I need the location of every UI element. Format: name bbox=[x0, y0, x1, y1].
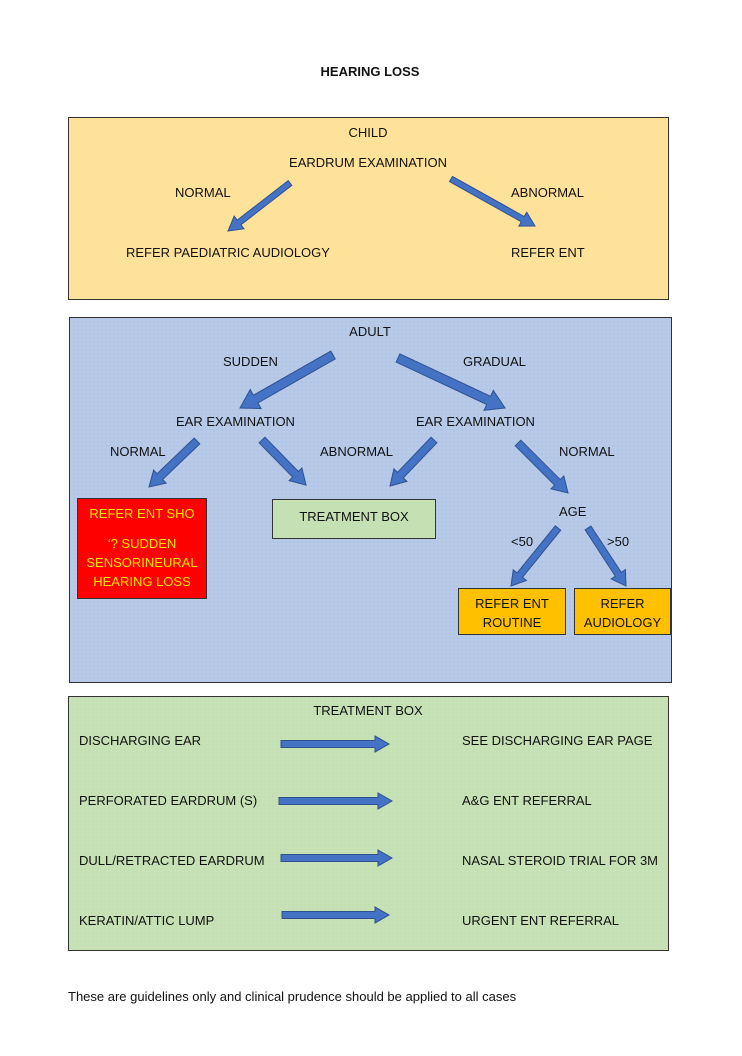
treatment-box-node-label: TREATMENT BOX bbox=[299, 509, 409, 524]
child-heading: CHILD bbox=[348, 125, 388, 140]
treatment-condition-3: DULL/RETRACTED EARDRUM bbox=[79, 853, 265, 868]
refer-ent-routine-box: REFER ENT ROUTINE bbox=[458, 588, 566, 635]
refer-paediatric-audiology-label: REFER PAEDIATRIC AUDIOLOGY bbox=[126, 245, 330, 260]
refer-ent-sho-line4: HEARING LOSS bbox=[93, 574, 191, 589]
abnormal-label: ABNORMAL bbox=[320, 444, 393, 459]
child-normal-label: NORMAL bbox=[175, 185, 231, 200]
gradual-normal-label: NORMAL bbox=[559, 444, 615, 459]
refer-ent-label: REFER ENT bbox=[511, 245, 585, 260]
treatment-heading: TREATMENT BOX bbox=[313, 703, 423, 718]
page-title: HEARING LOSS bbox=[320, 64, 420, 79]
arrow-sudden-abnormal bbox=[258, 436, 307, 486]
arrow-child-abnormal bbox=[448, 175, 536, 227]
gradual-label: GRADUAL bbox=[463, 354, 526, 369]
ear-exam-sudden-label: EAR EXAMINATION bbox=[176, 414, 295, 429]
arrow-treatment-1 bbox=[280, 735, 391, 753]
refer-ent-sho-box: REFER ENT SHO ‘? SUDDEN SENSORINEURAL HE… bbox=[77, 498, 207, 599]
arrow-child-normal bbox=[227, 179, 293, 232]
arrow-adult-sudden bbox=[239, 350, 336, 410]
refer-ent-sho-line3: SENSORINEURAL bbox=[86, 555, 198, 570]
child-abnormal-label: ABNORMAL bbox=[511, 185, 584, 200]
sudden-label: SUDDEN bbox=[223, 354, 278, 369]
child-eardrum-exam-label: EARDRUM EXAMINATION bbox=[289, 155, 447, 170]
footer-disclaimer: These are guidelines only and clinical p… bbox=[68, 989, 517, 1004]
refer-ent-sho-line1: REFER ENT SHO bbox=[89, 506, 195, 521]
arrow-adult-gradual bbox=[395, 353, 506, 411]
over-50-label: >50 bbox=[607, 534, 630, 549]
under-50-label: <50 bbox=[511, 534, 534, 549]
treatment-condition-4: KERATIN/ATTIC LUMP bbox=[79, 913, 215, 928]
refer-ent-routine-line2: ROUTINE bbox=[482, 615, 542, 630]
refer-ent-sho-line2: ‘? SUDDEN bbox=[107, 536, 177, 551]
treatment-action-2: A&G ENT REFERRAL bbox=[462, 793, 592, 808]
adult-heading: ADULT bbox=[349, 324, 391, 339]
treatment-condition-2: PERFORATED EARDRUM (S) bbox=[79, 793, 258, 808]
arrow-gradual-normal bbox=[514, 439, 569, 494]
age-label: AGE bbox=[559, 504, 587, 519]
refer-audiology-box: REFER AUDIOLOGY bbox=[574, 588, 671, 635]
treatment-panel bbox=[68, 696, 669, 951]
treatment-condition-1: DISCHARGING EAR bbox=[79, 733, 202, 748]
arrow-age-under50 bbox=[510, 525, 562, 587]
refer-audiology-line1: REFER bbox=[600, 596, 645, 611]
refer-audiology-line2: AUDIOLOGY bbox=[583, 615, 662, 630]
treatment-action-3: NASAL STEROID TRIAL FOR 3M bbox=[462, 853, 659, 868]
arrow-sudden-normal bbox=[148, 437, 201, 488]
arrow-treatment-4 bbox=[281, 906, 391, 924]
treatment-box-node: TREATMENT BOX bbox=[272, 499, 436, 539]
sudden-normal-label: NORMAL bbox=[110, 444, 166, 459]
child-panel bbox=[68, 117, 669, 300]
arrow-treatment-2 bbox=[278, 792, 394, 810]
arrow-age-over50 bbox=[584, 525, 627, 587]
arrow-gradual-abnormal bbox=[389, 436, 438, 487]
refer-ent-routine-line1: REFER ENT bbox=[475, 596, 549, 611]
arrow-treatment-3 bbox=[280, 849, 394, 867]
treatment-action-1: SEE DISCHARGING EAR PAGE bbox=[462, 733, 653, 748]
ear-exam-gradual-label: EAR EXAMINATION bbox=[416, 414, 535, 429]
treatment-action-4: URGENT ENT REFERRAL bbox=[462, 913, 619, 928]
